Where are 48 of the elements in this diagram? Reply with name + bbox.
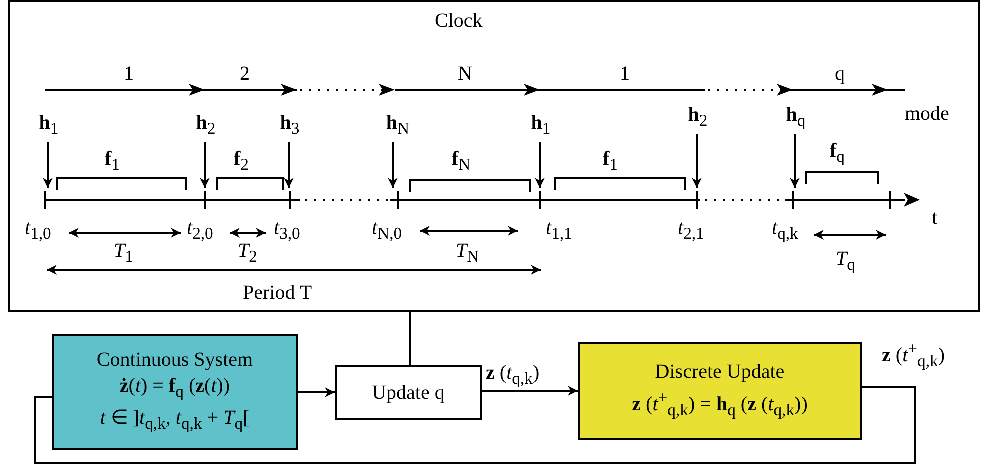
tick-label: t$_{1,1}$ (546, 217, 572, 245)
dimension-label: T$_{1}$ (114, 240, 134, 268)
event-arrow (284, 142, 294, 188)
connector-line (34, 386, 916, 464)
event-label: h$_{3}$ (274, 112, 306, 138)
event-label: h$_{2}$ (682, 104, 714, 130)
edge-label: z (t$^{+}$$_{q,k}$) (882, 338, 946, 373)
edge-label: z (t$_{q,k}$) (486, 362, 540, 390)
tick-label: t$_{1,0}$ (25, 217, 52, 245)
dimension-label: T$_{2}$ (238, 240, 258, 268)
event-label: h$_{1}$ (33, 112, 65, 138)
tick-label: t$_{q,k}$ (772, 217, 798, 245)
panel-title: Clock (435, 10, 483, 32)
bracket-label: f$_{1}$ (603, 148, 618, 176)
event-label: h$_{2}$ (190, 112, 222, 138)
arrow (298, 388, 335, 398)
tick-label: t$_{N,0}$ (372, 217, 402, 245)
event-label: h$_{q}$ (780, 104, 812, 130)
connector-line (409, 312, 411, 365)
dimension-label: T$_{N}$ (456, 240, 480, 268)
process-box: Update q (335, 365, 482, 420)
mode-label: q (835, 63, 845, 85)
event-arrow (790, 134, 800, 188)
mode-label: 1 (620, 63, 630, 85)
mode-label: 2 (240, 63, 250, 85)
arrow (482, 386, 578, 396)
bracket-label: f$_{q}$ (830, 140, 845, 168)
mode-label: N (458, 63, 472, 85)
dimension-label: Period T (243, 282, 312, 304)
tick-label: t$_{3,0}$ (274, 217, 300, 245)
axis-label: mode (905, 103, 950, 125)
mode-label: 1 (124, 63, 134, 85)
event-arrow (43, 142, 53, 188)
dimension-label: T$_{q}$ (836, 248, 856, 276)
bracket-label: f$_{N}$ (452, 148, 471, 176)
event-label: h$_{N}$ (378, 112, 418, 138)
process-box: Discrete Update z (t$^{+}$$_{q,k}$) = h$_{q}$ (z (t$_{q,k}$)) (578, 342, 862, 440)
event-arrow (200, 142, 210, 188)
bracket-label: f$_{2}$ (234, 148, 249, 176)
bracket-label: f$_{1}$ (105, 148, 120, 176)
tick-label: t$_{2,0}$ (187, 217, 214, 245)
event-arrow (692, 134, 702, 188)
event-label: h$_{1}$ (525, 112, 557, 138)
tick-label: t$_{2,1}$ (678, 217, 704, 245)
event-arrow (388, 142, 398, 188)
process-box: Continuous System ż(t) = f$_{q}$ (z(t)) t ∈ ]t$_{q,k}$, t$_{q,k}$ + T$_{q}$[ (52, 334, 298, 450)
axis-label: t (932, 207, 938, 229)
event-arrow (535, 142, 545, 188)
